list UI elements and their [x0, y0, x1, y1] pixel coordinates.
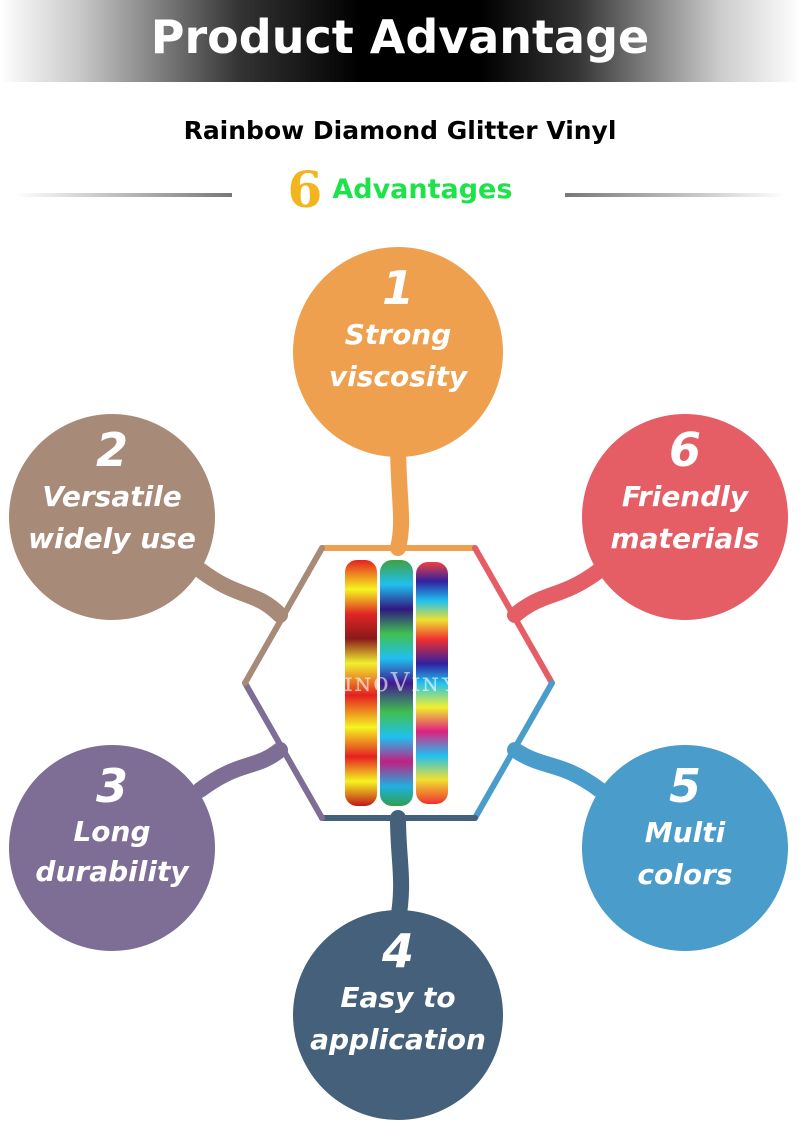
vinyl-roll [416, 562, 448, 804]
divider-right [565, 193, 785, 197]
vinyl-rolls-image [345, 560, 448, 806]
advantage-number: 3 [95, 759, 128, 813]
advantage-number: 6 [668, 423, 701, 477]
hex-edge-lower-left [242, 680, 325, 821]
divider-left [15, 193, 232, 197]
advantage-count: 6 Advantages [0, 160, 800, 219]
advantage-text: Strong viscosity [328, 318, 468, 393]
connector-4 [390, 810, 410, 928]
advantage-text: Long durability [35, 815, 189, 888]
advantage-number: 5 [668, 759, 701, 813]
watermark: SɪɴᴏVɪɴʏʟ [324, 668, 476, 698]
advantage-number: 1 [381, 261, 414, 315]
count-number: 6 [287, 160, 323, 219]
page-title: Product Advantage [150, 10, 650, 64]
advantage-text: Easy to application [310, 981, 486, 1056]
advantage-number: 4 [381, 924, 414, 978]
circle-6 [582, 414, 788, 620]
connector-5 [507, 742, 608, 798]
hex-edge-lower-right [472, 680, 555, 821]
product-name: Rainbow Diamond Glitter Vinyl [183, 116, 617, 145]
hex-edge-upper-left [242, 545, 325, 686]
connector-2 [192, 562, 288, 623]
count-label: Advantages [332, 174, 513, 205]
circle-5 [582, 745, 788, 951]
advantage-text: Friendly materials [610, 480, 760, 555]
advantage-text: Multi colors [637, 816, 733, 891]
hex-edge-upper-right [472, 545, 555, 686]
title-banner: Product Advantage [0, 0, 800, 82]
connector-6 [507, 562, 608, 623]
connector-1 [390, 432, 410, 556]
vinyl-roll [345, 560, 377, 806]
circle-3 [9, 745, 215, 951]
connector-3 [192, 742, 288, 798]
circle-4 [293, 910, 503, 1120]
advantage-number: 2 [95, 423, 128, 477]
circle-1 [293, 247, 503, 457]
vinyl-roll [380, 560, 413, 806]
circle-2 [9, 414, 215, 620]
advantage-text: Versatile widely use [28, 480, 196, 555]
